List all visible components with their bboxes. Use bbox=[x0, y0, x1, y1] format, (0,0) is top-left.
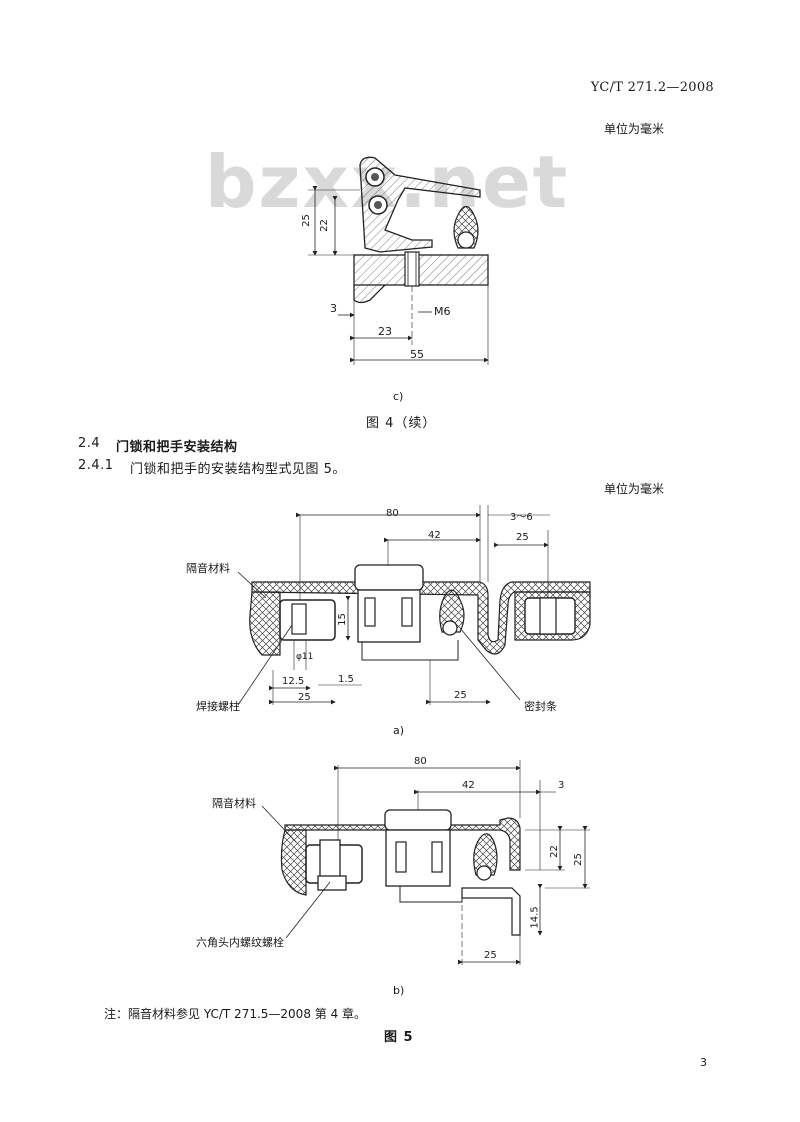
dim-23-4c: 23 bbox=[378, 325, 392, 338]
dim-25-top-5a: 25 bbox=[516, 532, 529, 543]
dim-22-5b: 22 bbox=[548, 845, 560, 858]
unit-note-fig5: 单位为毫米 bbox=[604, 482, 665, 496]
fig5a-sublabel: a) bbox=[393, 724, 405, 737]
dim-25v-5b: 25 bbox=[572, 853, 584, 866]
label-insulation-5a: 隔音材料 bbox=[186, 562, 230, 575]
dim-3-4c: 3 bbox=[330, 302, 337, 315]
dim-1-5-5a: 1.5 bbox=[338, 674, 354, 685]
insulation-5b bbox=[280, 829, 307, 896]
m6-label: M6 bbox=[434, 305, 451, 318]
dim-42-5b: 42 bbox=[462, 780, 475, 791]
fig5b-sublabel: b) bbox=[393, 984, 405, 997]
fig4-caption: 图 4（续） bbox=[366, 416, 437, 431]
fig4c-sublabel: c) bbox=[393, 390, 404, 403]
dim-80-5a: 80 bbox=[386, 508, 399, 519]
dim-12-5-5a: 12.5 bbox=[282, 676, 305, 687]
page-number: 3 bbox=[700, 1056, 707, 1069]
latch-body bbox=[359, 156, 481, 253]
dim-3to6-5a: 3～6 bbox=[510, 512, 533, 523]
subsection-number: 2.4.1 bbox=[78, 458, 114, 473]
dim-phi11-5a: φ11 bbox=[296, 652, 314, 662]
subsection-text: 门锁和把手的安装结构型式见图 5。 bbox=[130, 462, 346, 477]
dim-25-a-5a: 25 bbox=[298, 692, 311, 703]
label-seal: 密封条 bbox=[524, 700, 557, 713]
insulation-left bbox=[249, 591, 281, 656]
unit-note-fig4: 单位为毫米 bbox=[604, 122, 665, 136]
note: 注：隔音材料参见 YC/T 271.5—2008 第 4 章。 bbox=[104, 1007, 367, 1021]
label-weld-stud: 焊接螺柱 bbox=[196, 700, 240, 713]
dim-25-b-5a: 25 bbox=[454, 690, 467, 701]
base-plate bbox=[353, 254, 489, 286]
dim-25-5b: 25 bbox=[484, 950, 497, 961]
fig5-caption: 图 5 bbox=[384, 1030, 414, 1045]
dim-14-5-5b: 14.5 bbox=[529, 906, 541, 929]
label-insulation-5b: 隔音材料 bbox=[212, 797, 256, 810]
label-bolt: 六角头内螺纹螺栓 bbox=[196, 936, 284, 949]
dim-55-4c: 55 bbox=[410, 348, 424, 361]
dim-3-5b: 3 bbox=[558, 780, 565, 791]
dim-80-5b: 80 bbox=[414, 756, 427, 767]
section-heading: 门锁和把手安装结构 bbox=[116, 440, 238, 455]
standard-number: YC/T 271.2—2008 bbox=[590, 80, 714, 95]
section-number: 2.4 bbox=[78, 436, 101, 451]
dim-42-5a: 42 bbox=[428, 530, 441, 541]
